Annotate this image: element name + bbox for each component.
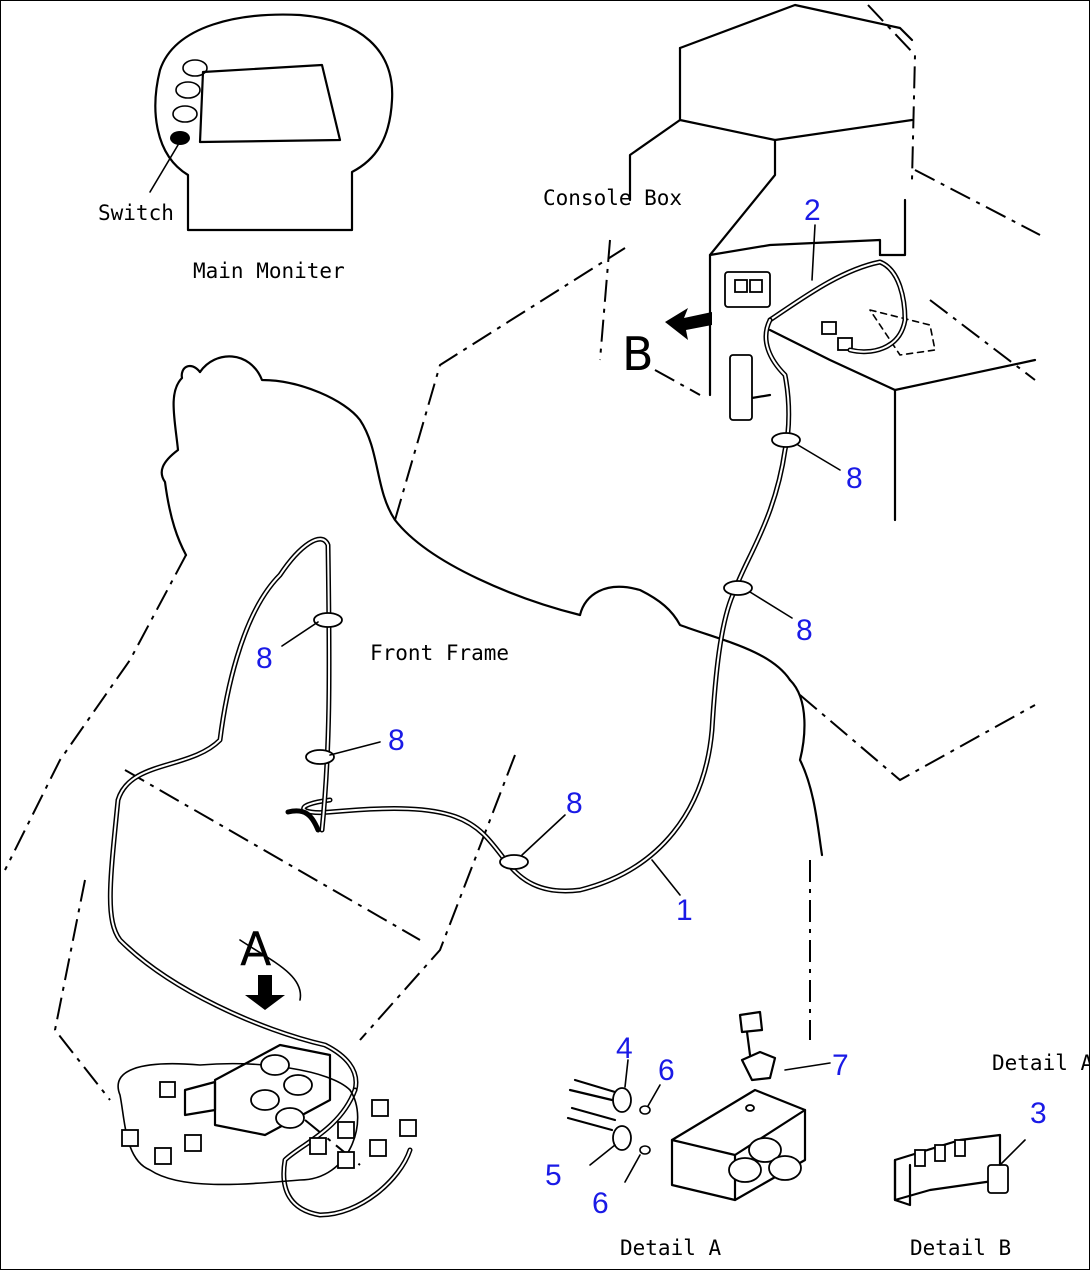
clamp <box>499 854 529 870</box>
callout-4: 4 <box>616 1032 633 1065</box>
view-b-letter: B <box>622 327 654 381</box>
callout-1: 1 <box>676 894 693 927</box>
callout-7: 7 <box>832 1049 849 1082</box>
frame-outlines <box>4 4 1041 1166</box>
detail-a-caption-2: Detail A <box>992 1051 1090 1075</box>
callout-8: 8 <box>566 787 583 820</box>
callout-8: 8 <box>256 642 273 675</box>
callout-leaders <box>281 224 841 896</box>
callout-2: 2 <box>804 194 821 227</box>
arrow-right-icon <box>665 308 712 340</box>
callout-8: 8 <box>796 614 813 647</box>
control-valve-assembly: A <box>117 922 417 1186</box>
detail-b-caption: Detail B <box>910 1236 1011 1260</box>
callout-5: 5 <box>545 1159 562 1192</box>
switch-label: Switch <box>98 201 174 225</box>
monitor-switch-icon <box>170 131 190 145</box>
clamp <box>723 580 753 596</box>
arrow-down-icon <box>245 975 285 1010</box>
front-frame: Front Frame <box>160 355 824 857</box>
clamps <box>305 432 801 870</box>
callout-numbers: 2 8 8 8 8 8 1 4 6 7 5 6 3 <box>256 194 1047 1220</box>
detail-a-valve: Detail A <box>566 1010 831 1260</box>
console-box-label: Console Box <box>543 186 682 210</box>
callout-3: 3 <box>1030 1097 1047 1130</box>
callout-6: 6 <box>658 1054 675 1087</box>
clamp <box>771 432 801 448</box>
callout-8: 8 <box>846 462 863 495</box>
view-b-marker: B <box>622 308 712 381</box>
front-frame-label: Front Frame <box>370 641 509 665</box>
wiring-harness <box>107 259 908 1218</box>
clamp <box>313 612 343 628</box>
callout-6: 6 <box>592 1187 609 1220</box>
main-monitor-label: Main Moniter <box>193 259 345 283</box>
callout-8: 8 <box>388 724 405 757</box>
detail-a-caption-1: Detail A <box>620 1236 722 1260</box>
clamp <box>305 749 335 765</box>
console-box: Console Box <box>543 3 1037 522</box>
main-monitor: Switch Main Moniter <box>98 13 394 283</box>
view-a-letter: A <box>240 922 272 976</box>
detail-b-bracket: Detail A Detail B <box>893 1051 1090 1260</box>
